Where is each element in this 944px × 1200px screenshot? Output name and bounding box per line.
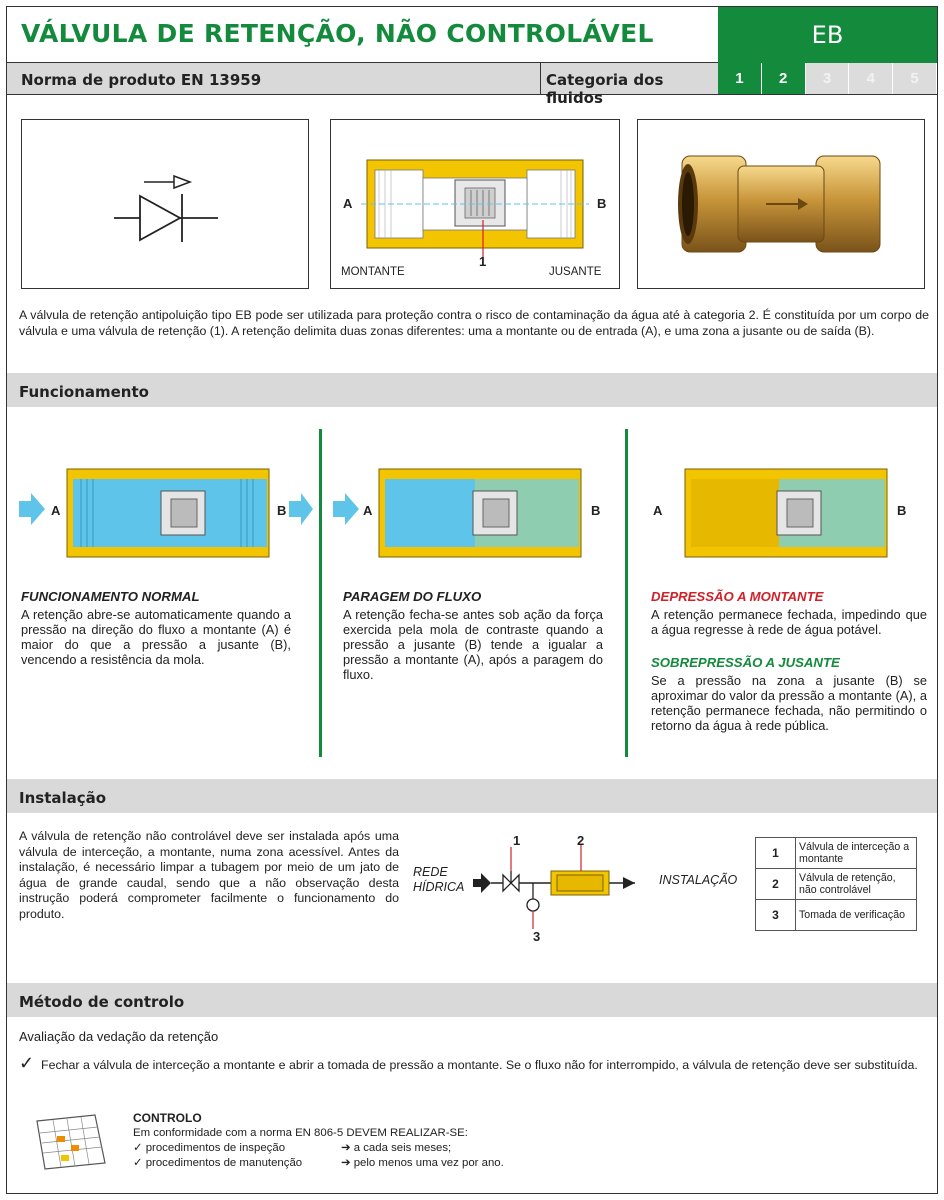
section-funcionamento: Funcionamento xyxy=(7,373,937,407)
legend-row: 3 Tomada de verificação xyxy=(755,899,917,931)
install-label-1: 1 xyxy=(513,833,521,848)
legend-number: 3 xyxy=(755,899,796,931)
legend-text: Tomada de verificação xyxy=(795,899,917,931)
instalacao-label: INSTALAÇÃO xyxy=(659,873,738,887)
stop-label-a: A xyxy=(363,503,373,518)
installation-diagram xyxy=(473,845,635,929)
check-valve-symbol xyxy=(21,119,309,289)
valve-section-icon xyxy=(361,159,589,260)
fluid-category-label: Categoria dos fluidos xyxy=(540,63,718,107)
inlet-label: A xyxy=(343,196,353,211)
legend-number: 1 xyxy=(755,837,796,869)
dep-label-a: A xyxy=(653,503,663,518)
check-label-1: 1 xyxy=(479,254,487,269)
legend-row: 2 Válvula de retenção, não controlável xyxy=(755,868,917,900)
controlo-proc: procedimentos de manutenção xyxy=(145,1157,303,1169)
section-instalacao: Instalação xyxy=(7,779,937,813)
legend-text: Válvula de retenção, não controlável xyxy=(795,868,917,900)
arrow-right-icon: ➔ xyxy=(341,1142,351,1154)
upstream-label: MONTANTE xyxy=(341,266,405,278)
header: VÁLVULA DE RETENÇÃO, NÃO CONTROLÁVEL EB xyxy=(7,7,937,63)
controlo-subtitle: Avaliação da vedação da retenção xyxy=(19,1029,219,1044)
check-small-icon: ✓ xyxy=(133,1157,143,1169)
fluid-category-3: 3 xyxy=(805,63,850,94)
product-photo xyxy=(637,119,925,289)
normal-label-a: A xyxy=(51,503,61,518)
installation-legend: 1 Válvula de interceção a montante 2 Vál… xyxy=(755,837,917,931)
controlo-freq-row: ➔ a cada seis meses; xyxy=(341,1141,451,1155)
controlo-freq: pelo menos uma vez por ano. xyxy=(353,1157,504,1169)
datasheet-page: VÁLVULA DE RETENÇÃO, NÃO CONTROLÁVEL EB … xyxy=(6,6,938,1194)
legend-row: 1 Válvula de interceção a montante xyxy=(755,837,917,869)
calendar-icon xyxy=(36,1114,106,1170)
column-divider-2 xyxy=(625,429,628,757)
downstream-label: JUSANTE xyxy=(549,266,602,278)
check-small-icon: ✓ xyxy=(133,1142,143,1154)
controlo-box-lead: Em conformidade com a norma EN 806-5 DEV… xyxy=(133,1127,468,1139)
stop-flow-diagram: A B xyxy=(333,468,600,558)
subheader: Norma de produto EN 13959 Categoria dos … xyxy=(7,63,937,107)
controlo-freq: a cada seis meses; xyxy=(353,1142,452,1154)
install-label-3: 3 xyxy=(533,929,541,944)
section-controlo: Método de controlo xyxy=(7,983,937,1017)
fluid-category-4: 4 xyxy=(849,63,894,94)
brass-valve-icon xyxy=(678,155,881,253)
paragem-title: PARAGEM DO FLUXO xyxy=(343,589,482,604)
fluid-category-list: 1 2 3 4 5 xyxy=(718,63,937,94)
install-label-2: 2 xyxy=(577,833,585,848)
normal-flow-diagram: A B xyxy=(19,468,313,558)
sobrepressao-text: Se a pressão na zona a jusante (B) se ap… xyxy=(651,673,927,733)
column-divider-1 xyxy=(319,429,322,757)
product-norm: Norma de produto EN 13959 xyxy=(21,71,262,89)
instalacao-text: A válvula de retenção não controlável de… xyxy=(19,829,399,921)
controlo-row: ✓ procedimentos de manutenção xyxy=(133,1156,302,1170)
controlo-row: ✓ procedimentos de inspeção xyxy=(133,1141,285,1155)
rede-line-2: HÍDRICA xyxy=(413,880,465,894)
stop-label-b: B xyxy=(591,503,600,518)
valve-section-diagram: A B 1 MONTANTE JUSANTE xyxy=(330,119,620,289)
sobrepressao-title: SOBREPRESSÃO A JUSANTE xyxy=(651,655,840,670)
checkmark-icon: ✓ xyxy=(19,1053,35,1073)
page-title: VÁLVULA DE RETENÇÃO, NÃO CONTROLÁVEL xyxy=(21,19,654,48)
check-valve-symbol-icon xyxy=(114,174,218,242)
depressao-title: DEPRESSÃO A MONTANTE xyxy=(651,589,824,604)
arrow-right-icon: ➔ xyxy=(341,1157,351,1169)
legend-text: Válvula de interceção a montante xyxy=(795,837,917,869)
fluid-category-5: 5 xyxy=(893,63,937,94)
legend-number: 2 xyxy=(755,868,796,900)
paragem-text: A retenção fecha-se antes sob ação da fo… xyxy=(343,607,603,682)
controlo-proc: procedimentos de inspeção xyxy=(145,1142,286,1154)
outlet-label: B xyxy=(597,196,607,211)
normal-label-b: B xyxy=(277,503,286,518)
intro-paragraph: A válvula de retenção antipoluição tipo … xyxy=(19,308,929,338)
rede-line-1: REDE xyxy=(413,865,448,879)
normal-title: FUNCIONAMENTO NORMAL xyxy=(21,589,200,604)
fluid-category-1: 1 xyxy=(718,63,762,94)
rede-hidrica-label: REDE HÍDRICA xyxy=(413,865,464,895)
dep-label-b: B xyxy=(897,503,906,518)
controlo-check-text: Fechar a válvula de interceção a montant… xyxy=(41,1058,918,1072)
controlo-freq-row: ➔ pelo menos uma vez por ano. xyxy=(341,1156,504,1170)
depression-diagram: A B xyxy=(653,468,906,558)
product-code: EB xyxy=(718,7,937,63)
depressao-text: A retenção permanece fechada, impedindo … xyxy=(651,607,927,637)
controlo-box-title: CONTROLO xyxy=(133,1111,202,1125)
fluid-category-2: 2 xyxy=(761,63,806,94)
normal-text: A retenção abre-se automaticamente quand… xyxy=(21,607,291,667)
